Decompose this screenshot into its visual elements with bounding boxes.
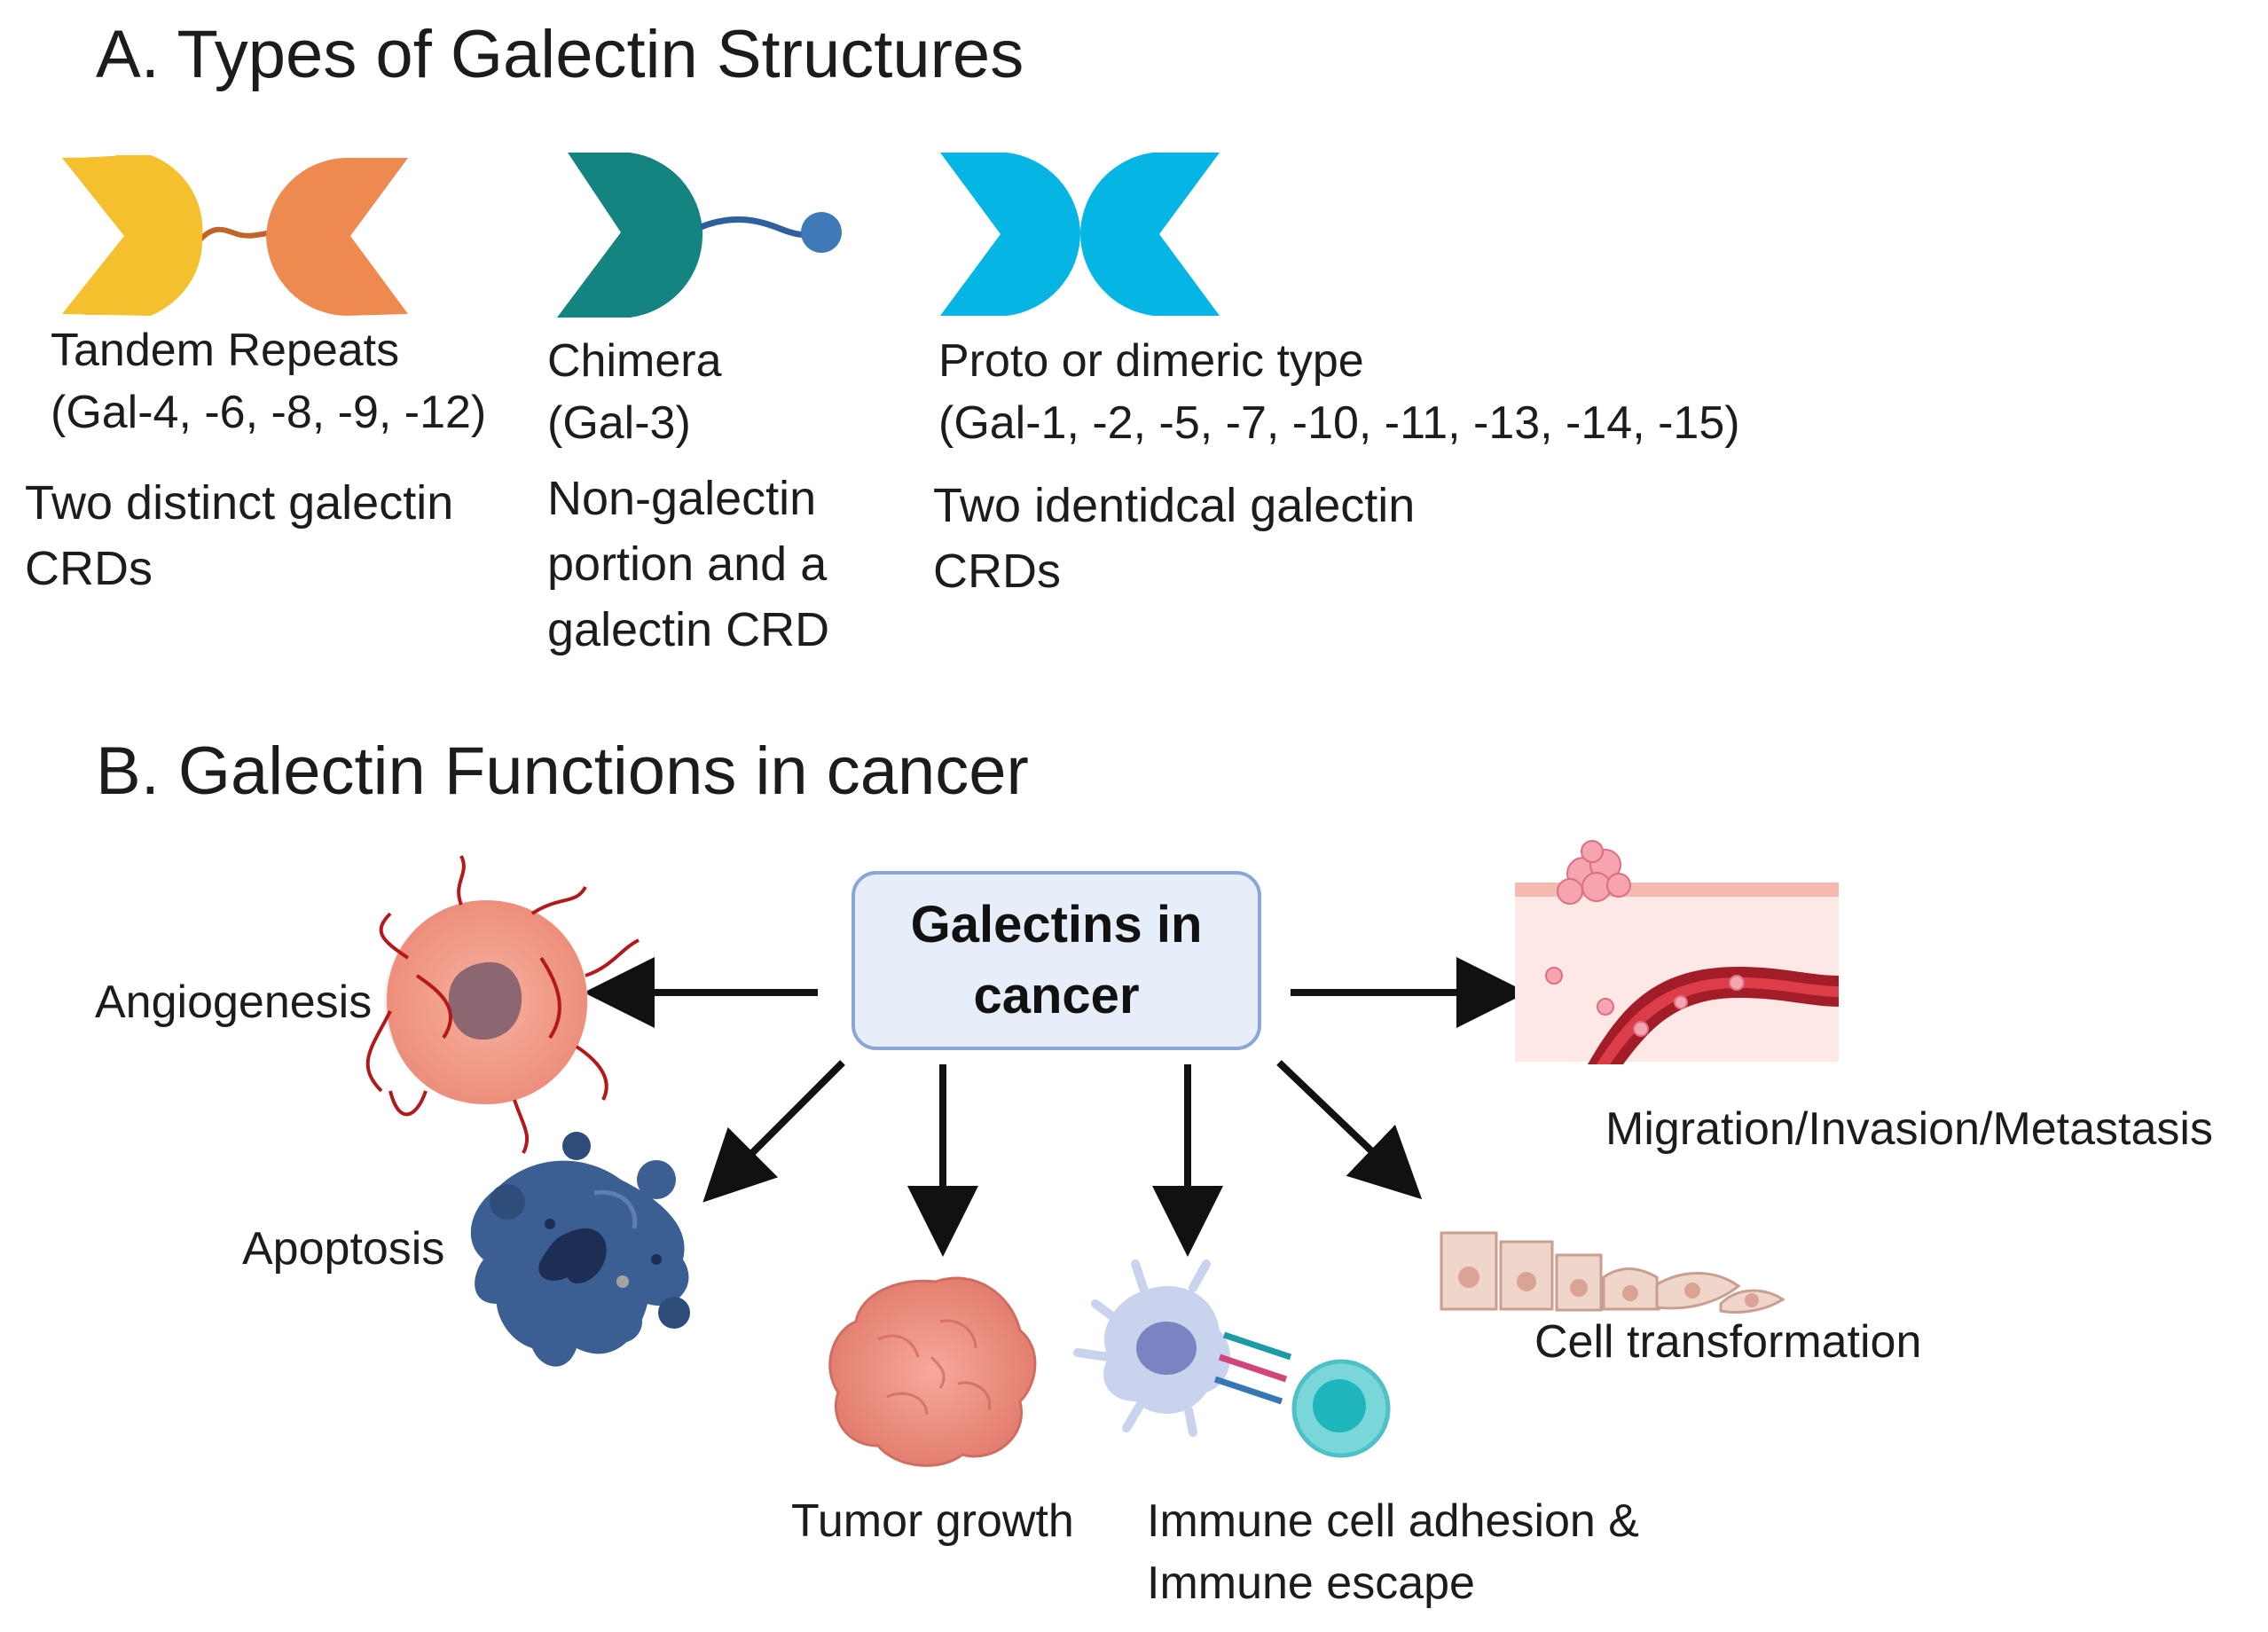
- chimera-members: (Gal-3): [547, 397, 691, 449]
- tandem-repeats-members: (Gal-4, -6, -8, -9, -12): [51, 387, 487, 438]
- center-line: cancer: [973, 967, 1140, 1024]
- proto-description: Two identidcal galectin CRDs: [933, 473, 1415, 604]
- chimera-icon: [557, 153, 842, 318]
- apoptosis-label: Apoptosis: [242, 1223, 445, 1275]
- proto-name: Proto or dimeric type: [938, 335, 1364, 387]
- tumor-growth-label: Tumor growth: [791, 1495, 1074, 1547]
- immune-line: Immune cell adhesion &: [1147, 1495, 1639, 1547]
- tandem-repeats-name: Tandem Repeats: [51, 325, 400, 376]
- description-line: CRDs: [25, 542, 153, 595]
- cell-transformation-label: Cell transformation: [1534, 1316, 1922, 1368]
- migration-label: Migration/Invasion/Metastasis: [1605, 1103, 2213, 1155]
- tandem-repeats-description: Two distinct galectin CRDs: [25, 470, 453, 601]
- chimera-name: Chimera: [547, 335, 722, 387]
- description-line: CRDs: [933, 545, 1061, 598]
- tumor-growth-illustration: [828, 1276, 1037, 1467]
- proto-dimeric-icon: [940, 153, 1220, 316]
- angiogenesis-illustration: [365, 855, 640, 1154]
- center-line: Galectins in: [910, 896, 1203, 953]
- apoptosis-illustration: [470, 1132, 690, 1367]
- chimera-label: Chimera (Gal-3): [547, 330, 722, 454]
- chimera-description: Non-galectin portion and a galectin CRD: [547, 466, 829, 663]
- section-a-title: A. Types of Galectin Structures: [96, 17, 1024, 92]
- cell-transformation-illustration: [1440, 1231, 1785, 1314]
- section-b-title: B. Galectin Functions in cancer: [96, 734, 1029, 809]
- description-line: galectin CRD: [547, 603, 830, 656]
- metastasis-illustration: [1515, 840, 1839, 1064]
- description-line: portion and a: [547, 537, 828, 591]
- description-line: Two distinct galectin: [25, 476, 454, 530]
- tandem-repeat-icon: [60, 155, 408, 316]
- immune-cell-illustration: [1073, 1259, 1391, 1458]
- immune-label: Immune cell adhesion & Immune escape: [1147, 1490, 1639, 1614]
- description-line: Two identidcal galectin: [933, 479, 1416, 532]
- immune-line: Immune escape: [1147, 1557, 1475, 1609]
- tandem-repeats-label: Tandem Repeats (Gal-4, -6, -8, -9, -12): [51, 319, 486, 443]
- angiogenesis-label: Angiogenesis: [95, 977, 373, 1028]
- arrows: [584, 957, 1527, 1257]
- description-line: Non-galectin: [547, 472, 817, 525]
- proto-label: Proto or dimeric type (Gal-1, -2, -5, -7…: [938, 330, 1740, 454]
- galectins-in-cancer-box: Galectins in cancer: [851, 871, 1261, 1050]
- proto-members: (Gal-1, -2, -5, -7, -10, -11, -13, -14, …: [938, 397, 1740, 449]
